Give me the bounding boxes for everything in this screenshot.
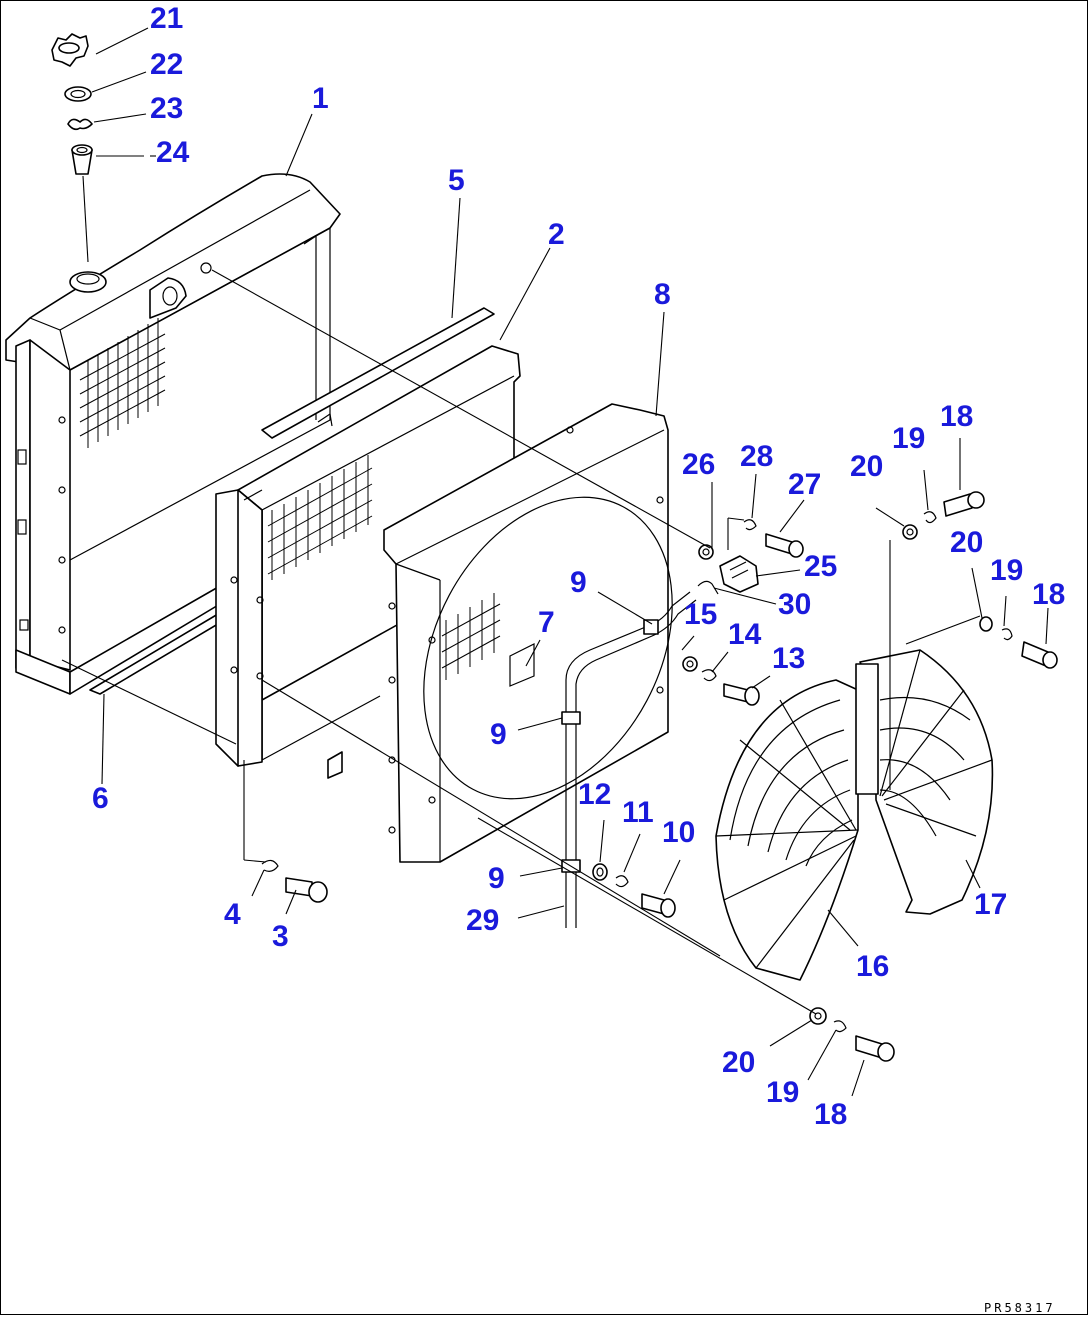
callout-19-bottom: 19 [766,1076,799,1109]
spring-washer-part [743,519,757,531]
callout-29: 29 [466,904,499,937]
spring-washer-part [1001,628,1013,641]
cap-seal-part [67,118,93,131]
spring-washer-part [923,511,937,524]
callout-8: 8 [654,278,671,311]
callout-12: 12 [578,778,611,811]
callout-19-middle: 19 [990,554,1023,587]
plain-washer-part [682,656,698,672]
fan-shroud-part [383,403,673,863]
callout-27: 27 [788,468,821,501]
callout-2: 2 [548,218,565,251]
callout-3: 3 [272,920,289,953]
callout-14: 14 [728,618,762,651]
callout-10: 10 [662,816,695,849]
leader-lines [61,27,1049,1097]
clip-part [719,555,759,593]
callout-18-bottom: 18 [814,1098,847,1131]
callout-9-bottom: 9 [488,862,505,895]
callout-7: 7 [538,606,555,639]
fan-guard-part [715,679,859,981]
plain-washer-part [698,544,714,560]
callout-28: 28 [740,440,773,473]
radiator-cap-part [51,33,89,67]
callout-labels: 21 22 23 24 1 5 2 8 26 28 27 25 30 9 15 … [92,2,1065,1131]
spring-washer-part [701,669,717,682]
bolt-part [765,533,804,558]
band-part [697,580,719,595]
cap-gasket-part [64,86,92,102]
upper-bracket-part [261,307,495,439]
callout-20-top: 20 [850,450,883,483]
filler-neck-part [71,144,93,175]
callout-26: 26 [682,448,715,481]
spring-washer-part [833,1020,847,1033]
callout-13: 13 [772,642,805,675]
callout-11: 11 [622,796,654,829]
callout-9-middle: 9 [490,718,507,751]
radiator-assembly-part [5,173,341,695]
plain-washer-part [809,1007,827,1025]
plain-washer-part [592,863,608,881]
callout-17: 17 [974,888,1007,921]
bolt-part [641,893,676,918]
fan-guard-part [855,649,994,915]
plain-washer-part [902,524,918,540]
callout-1: 1 [312,82,329,115]
callout-25: 25 [804,550,837,583]
bolt-part [723,683,760,706]
drawing-code: PR58317 [984,1301,1056,1315]
callout-30: 30 [778,588,811,621]
callout-20-middle: 20 [950,526,983,559]
bolt-part [943,491,985,517]
frame-assembly-part [215,345,521,779]
callout-15: 15 [684,598,717,631]
callout-21: 21 [150,2,183,35]
callout-22: 22 [150,48,183,81]
callout-5: 5 [448,164,465,197]
bolt-part [285,877,328,903]
callout-18-top: 18 [940,400,973,433]
callout-4: 4 [224,898,241,931]
plain-washer-part [979,616,993,632]
spring-washer-part [261,859,279,872]
callout-6: 6 [92,782,109,815]
callout-19-top: 19 [892,422,925,455]
callout-18-middle: 18 [1032,578,1065,611]
bolt-part [1021,641,1058,669]
callout-20-bottom: 20 [722,1046,755,1079]
callout-16: 16 [856,950,889,983]
callout-23: 23 [150,92,183,125]
callout-24: 24 [156,136,190,169]
callout-9-top: 9 [570,566,587,599]
spring-washer-part [615,875,629,888]
bolt-part [855,1035,895,1062]
